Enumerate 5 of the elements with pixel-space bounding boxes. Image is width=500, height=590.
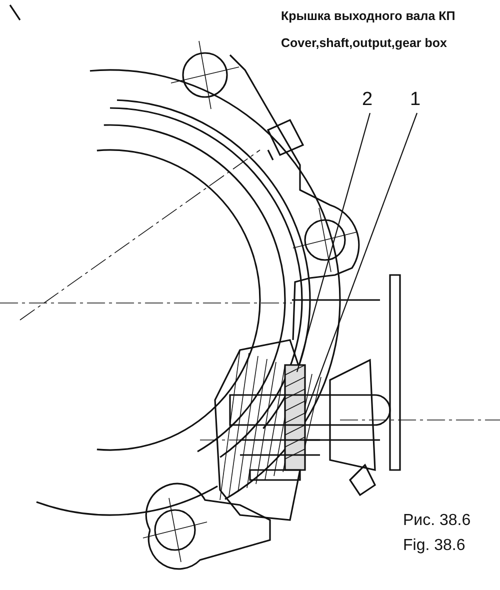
part-title: Крышка выходного вала КП [281, 9, 456, 23]
part-title: Cover,shaft,output,gear box [281, 36, 447, 50]
leader-line [296, 112, 371, 372]
leader-line [304, 112, 418, 416]
figure-number: Fig. 38.6 [403, 537, 466, 555]
